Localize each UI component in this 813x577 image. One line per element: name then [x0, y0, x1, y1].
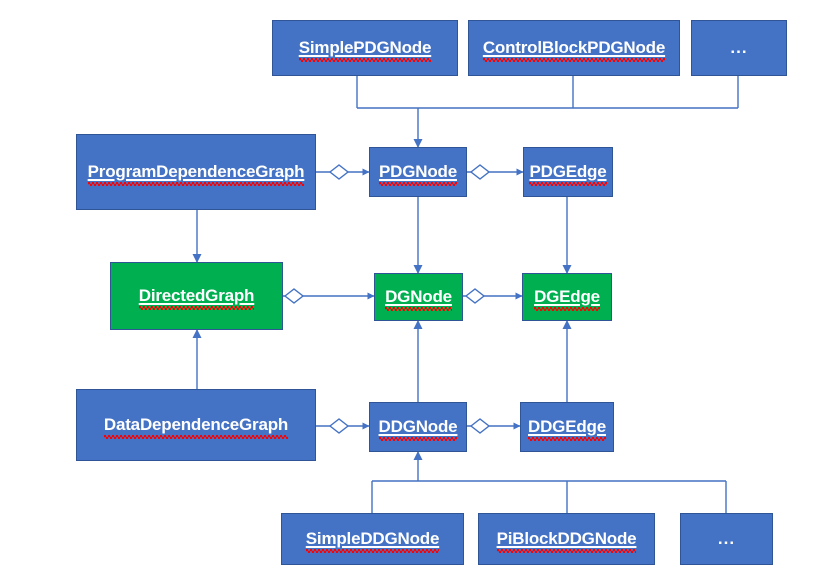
class-box-piblockddgnode[interactable]: PiBlockDDGNode: [478, 513, 655, 565]
class-box-ellipsis-bottom[interactable]: ...: [680, 513, 773, 565]
aggregation-ddgnode-ddgedge: [467, 418, 521, 434]
class-box-dgedge[interactable]: DGEdge: [522, 273, 612, 321]
class-box-datadependencegraph[interactable]: DataDependenceGraph: [76, 389, 316, 461]
class-label: PDGNode: [379, 161, 457, 186]
class-box-simpleddgnode[interactable]: SimpleDDGNode: [281, 513, 464, 565]
class-label: DGNode: [385, 286, 452, 311]
class-label: DDGEdge: [528, 416, 606, 441]
class-box-directedgraph[interactable]: DirectedGraph: [110, 262, 283, 330]
aggregation-ddg-ddgnode: [316, 418, 370, 434]
class-label: DDGNode: [378, 416, 458, 441]
class-box-ddgedge[interactable]: DDGEdge: [520, 402, 614, 452]
class-box-ddgnode[interactable]: DDGNode: [369, 402, 467, 452]
class-label: PiBlockDDGNode: [496, 528, 637, 553]
class-box-ellipsis-top[interactable]: ...: [691, 20, 787, 76]
class-label: DataDependenceGraph: [103, 414, 289, 439]
aggregation-pdg-pdgnode: [316, 164, 370, 180]
class-box-dgnode[interactable]: DGNode: [374, 273, 463, 321]
aggregation-dgnode-dgedge: [463, 288, 523, 304]
inheritance-group-ddgnode: [371, 451, 727, 513]
class-label: DGEdge: [534, 286, 600, 311]
class-label: PDGEdge: [529, 161, 607, 186]
aggregation-pdgnode-pdgedge: [467, 164, 524, 180]
aggregation-directedgraph-dgnode: [283, 288, 375, 304]
class-label: ProgramDependenceGraph: [87, 161, 305, 186]
class-box-pdgnode[interactable]: PDGNode: [369, 147, 467, 197]
class-label: SimpleDDGNode: [305, 528, 440, 553]
class-label: DirectedGraph: [138, 285, 255, 310]
class-label: ControlBlockPDGNode: [482, 37, 666, 62]
class-box-controlblockpdgnode[interactable]: ControlBlockPDGNode: [468, 20, 680, 76]
ellipsis-label: ...: [717, 529, 736, 548]
class-box-pdgedge[interactable]: PDGEdge: [523, 147, 613, 197]
class-label: SimplePDGNode: [298, 37, 432, 62]
class-box-simplepdgnode[interactable]: SimplePDGNode: [272, 20, 458, 76]
class-box-programdependencegraph[interactable]: ProgramDependenceGraph: [76, 134, 316, 210]
ellipsis-label: ...: [730, 38, 748, 57]
inheritance-group-pdgnode: [356, 76, 739, 148]
